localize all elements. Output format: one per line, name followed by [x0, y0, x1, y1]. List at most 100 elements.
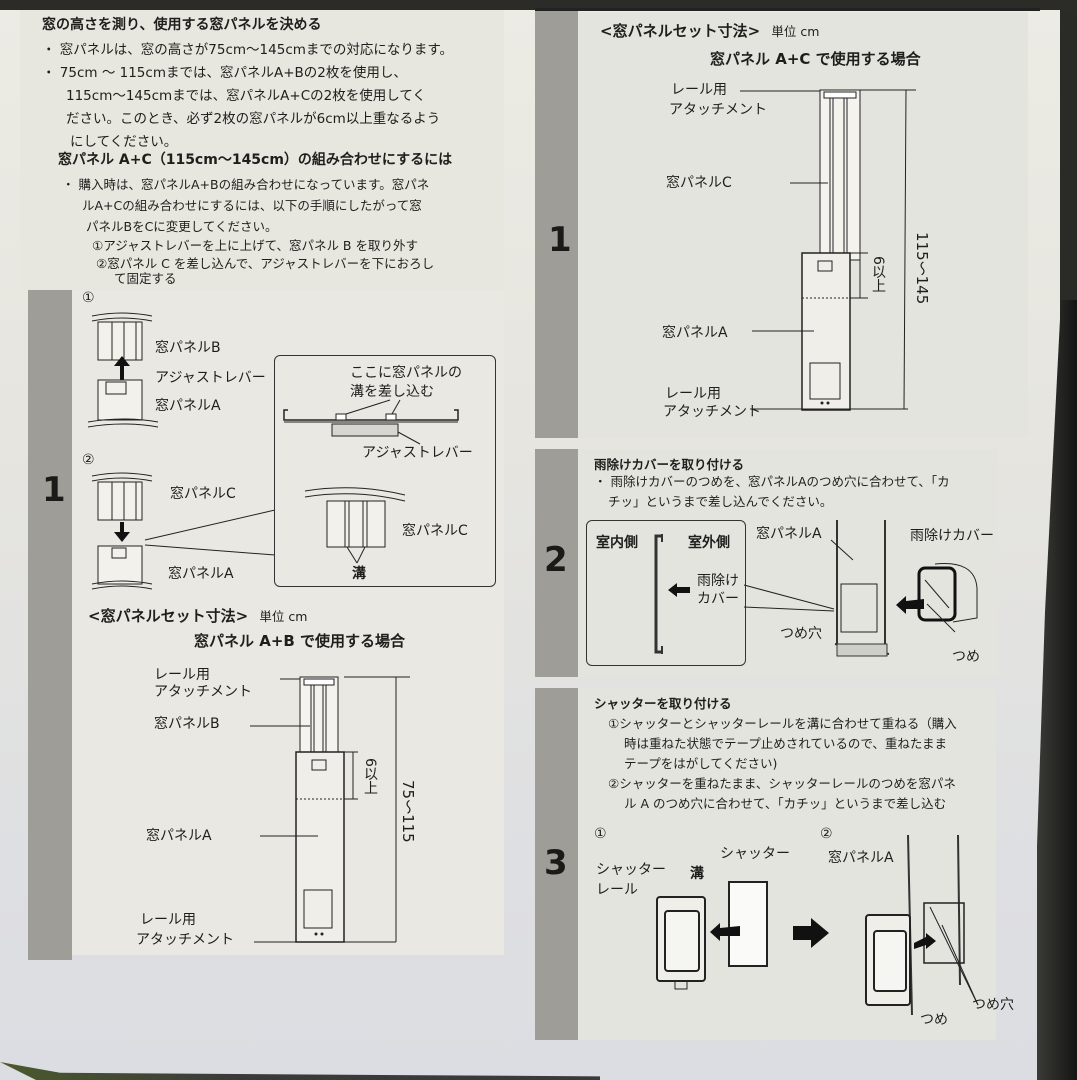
r-dim-title: <窓パネルセット寸法> 単位 cm — [600, 20, 819, 41]
s3-claw-label: つめ — [920, 1012, 948, 1028]
shutter-illustration — [728, 881, 768, 967]
dim-title: <窓パネルセット寸法> 単位 cm — [88, 605, 307, 626]
left-sub-bullet-cont: ルA+Cの組み合わせにするには、以下の手順にしたがって窓 — [82, 198, 422, 213]
wave-lines — [87, 418, 159, 428]
panel-b-illustration — [91, 312, 153, 421]
dim-unit: 単位 cm — [259, 609, 308, 624]
left-step-2: ②窓パネル C を差し込んで、アジャストレバーを下におろし — [96, 256, 435, 271]
r-dim-subtitle: 窓パネル A+C で使用する場合 — [710, 50, 921, 68]
s2-bullet-2: チッ」というまで差し込んでください。 — [608, 494, 833, 509]
inset-text-2: 溝を差し込む — [350, 384, 434, 400]
s2-bullet-1: ・ 雨除けカバーのつめを、窓パネルAのつめ穴に合わせて、「カ — [594, 474, 950, 489]
s2-rain-cover-1: 雨除け — [697, 573, 739, 589]
bullet-text: 75cm ～ 115cmまでは、窓パネルA+Bの2枚を使用し、 — [59, 65, 407, 81]
rail-bottom-label-1: レール用 — [140, 912, 196, 928]
step-arrow-icon — [793, 918, 829, 948]
label-panel-a: 窓パネルA — [155, 398, 221, 414]
shutter-rail-label-2: レール — [596, 882, 638, 898]
left-step-1: ①アジャストレバーを上に上げて、窓パネル B を取り外す — [92, 238, 418, 253]
right-step-number-3: 3 — [544, 843, 568, 883]
s2-panel-a-label: 窓パネルA — [756, 526, 822, 542]
panel-a-shutter-illustration — [865, 834, 979, 1016]
dim-title-text: <窓パネルセット寸法> — [88, 607, 249, 625]
groove-label: 溝 — [352, 566, 366, 582]
s3-heading: シャッターを取り付ける — [594, 696, 732, 711]
dim-panel-a-label: 窓パネルA — [146, 828, 212, 844]
inset-callout-lines — [144, 509, 276, 556]
label-panel-c: 窓パネルC — [170, 486, 236, 502]
right-side-tab-3 — [535, 688, 578, 1040]
rain-cover-illustration — [917, 563, 978, 633]
panel-c-illustration — [91, 472, 153, 590]
bullet-text: 窓パネルは、窓の高さが75cm～145cmまでの対応になります。 — [59, 42, 454, 58]
left-subheading: 窓パネル A+C（115cm～145cm）の組み合わせにするには — [58, 152, 453, 168]
outdoor-label: 室外側 — [688, 535, 730, 551]
r-rail-top-2: アタッチメント — [669, 102, 767, 118]
overlap-label: 6以上 — [362, 758, 378, 795]
right-side-tab-1 — [535, 10, 578, 438]
right-step-number-1: 1 — [548, 220, 572, 260]
left-arrow-shutter — [710, 923, 740, 941]
r-rail-top-1: レール用 — [671, 82, 727, 98]
panel-ac-diagram — [740, 89, 916, 411]
fig-num-2: ② — [82, 452, 95, 468]
right-step-number-2: 2 — [544, 540, 568, 580]
r-panel-c-label: 窓パネルC — [666, 175, 732, 191]
s2-rain-cover-2: カバー — [697, 591, 739, 607]
r-overlap-label: 6以上 — [870, 256, 886, 293]
s2-heading: 雨除けカバーを取り付ける — [594, 457, 745, 472]
inset-text-1: ここに窓パネルの — [350, 365, 462, 381]
shutter-rail-illustration — [656, 896, 706, 990]
s3-panel-a-label: 窓パネルA — [828, 850, 894, 866]
right-arrow-rain — [896, 596, 924, 614]
left-sub-bullet-cont: パネルBをCに変更してください。 — [86, 219, 278, 234]
top-edge — [0, 0, 1077, 10]
dim-panel-b-label: 窓パネルB — [154, 716, 220, 732]
left-bullet-2-cont: 115cm～145cmまでは、窓パネルA+Cの2枚を使用してく — [66, 88, 426, 104]
left-bullet-2-cont: にしてください。 — [70, 134, 178, 150]
label-panel-b: 窓パネルB — [155, 340, 221, 356]
s3-step-2: ②シャッターを重ねたまま、シャッターレールのつめを窓パネ — [608, 776, 956, 791]
left-bullet-2-cont: ださい。このとき、必ず2枚の窓パネルが6cm以上重なるよう — [66, 111, 441, 127]
r-rail-bottom-1: レール用 — [665, 386, 721, 402]
left-step-2-cont: て固定する — [114, 271, 177, 286]
s2-callout-lines — [743, 584, 835, 612]
right-section-2 — [578, 449, 998, 677]
right-section-3 — [578, 688, 996, 1040]
right-side-tab-2 — [535, 449, 578, 677]
s2-rain-cover-label: 雨除けカバー — [910, 528, 994, 544]
inset-box — [274, 355, 496, 587]
inset-panel-c-label: 窓パネルC — [402, 523, 468, 539]
left-bullet-2: ・ 75cm ～ 115cmまでは、窓パネルA+Bの2枚を使用し、 — [42, 65, 407, 81]
right-top-rule — [535, 8, 1040, 11]
r-dim-unit: 単位 cm — [771, 24, 820, 39]
r-rail-bottom-2: アタッチメント — [663, 404, 761, 420]
s2-claw-label: つめ — [952, 649, 980, 665]
s2-inset-box — [586, 520, 746, 666]
r-panel-a-label: 窓パネルA — [662, 325, 728, 341]
label-adjust-lever: アジャストレバー — [155, 370, 266, 386]
s3-fig-num-1: ① — [594, 826, 607, 842]
panel-c-grooves — [304, 487, 406, 564]
left-panel-head-strip — [20, 10, 504, 290]
fig-num-1: ① — [82, 290, 95, 306]
rail-top-label-1: レール用 — [154, 667, 210, 683]
s3-claw-hole-label: つめ穴 — [972, 997, 1014, 1013]
bullet-text: 購入時は、窓パネルA+Bの組み合わせになっています。窓パネ — [78, 177, 430, 192]
shutter-rail-label-1: シャッター — [596, 862, 666, 878]
r-dim-title-text: <窓パネルセット寸法> — [600, 22, 761, 40]
panel-ab-diagram — [250, 676, 410, 943]
left-arrow-icon — [668, 583, 690, 597]
panel-a-rain-illustration — [830, 520, 890, 657]
indoor-label: 室内側 — [596, 535, 638, 551]
range-label: 75〜115 — [399, 780, 417, 843]
s3-step-1-cont: 時は重ねた状態でテープ止めされているので、重ねたまま — [624, 736, 948, 751]
bracket-diagram — [654, 534, 663, 654]
label-panel-a-2: 窓パネルA — [168, 566, 234, 582]
s3-step-2-cont: ル A のつめ穴に合わせて、「カチッ」というまで差し込む — [624, 796, 947, 811]
left-bullet-1: ・ 窓パネルは、窓の高さが75cm～145cmまでの対応になります。 — [42, 42, 454, 58]
lever-cross-section — [283, 399, 459, 445]
r-range-label: 115〜145 — [913, 232, 931, 305]
s3-step-1: ①シャッターとシャッターレールを溝に合わせて重ねる（購入 — [608, 716, 957, 731]
